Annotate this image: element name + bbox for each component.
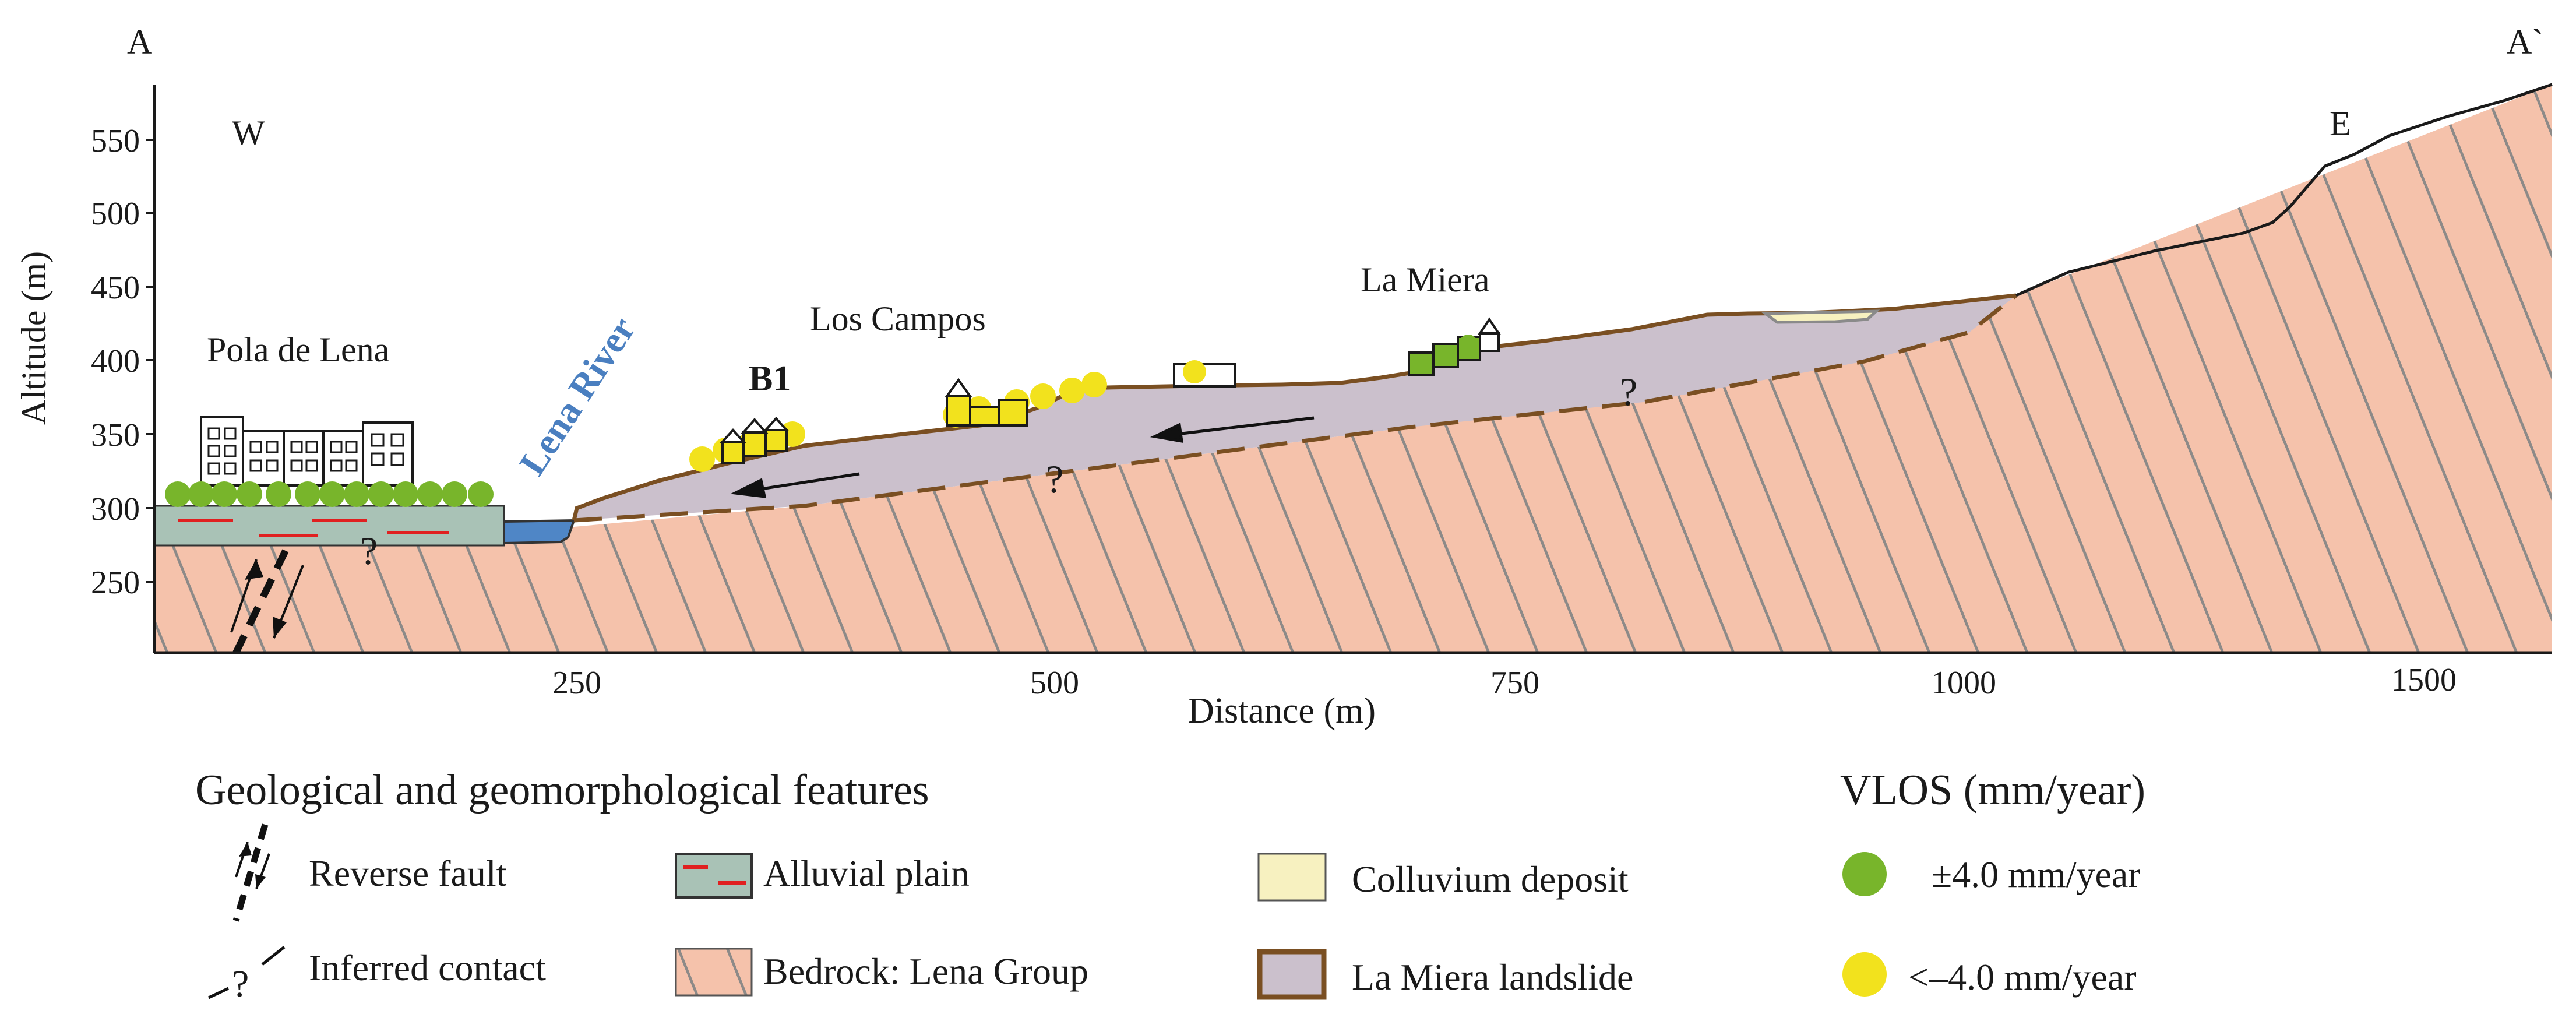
building-windows bbox=[207, 427, 404, 475]
legend-inferred-contact-mark: ? bbox=[232, 963, 249, 1005]
los-campos-middle-house bbox=[1173, 360, 1236, 388]
legend-bedrock-swatch bbox=[675, 948, 753, 997]
x-tick-label: 500 bbox=[1030, 665, 1079, 701]
section-end-label: A` bbox=[2507, 23, 2543, 61]
landslide-basal-contact bbox=[573, 294, 2018, 523]
x-tick-label: 250 bbox=[552, 665, 601, 701]
legend-bedrock-label: Bedrock: Lena Group bbox=[763, 950, 1088, 992]
legend-colluvium-swatch bbox=[1257, 853, 1327, 902]
y-tick-label: 250 bbox=[91, 565, 140, 601]
movement-arrows bbox=[730, 416, 1315, 498]
b1-houses bbox=[720, 417, 790, 464]
los-campos-houses bbox=[945, 378, 1028, 427]
legend-inferred-contact-label: Inferred contact bbox=[309, 947, 546, 988]
b1-building-label: B1 bbox=[749, 359, 791, 399]
y-tick-label: 300 bbox=[91, 491, 140, 527]
legend-inferred-contact-symbol bbox=[207, 946, 286, 999]
legend-vlos-title: VLOS (mm/year) bbox=[1840, 766, 2145, 814]
colluvium-deposit bbox=[1761, 309, 1880, 324]
legend-landslide-label: La Miera landslide bbox=[1352, 956, 1633, 998]
la-miera-landslide-body bbox=[574, 295, 2016, 520]
pola-de-lena-label: Pola de Lena bbox=[207, 330, 389, 369]
legend-reverse-fault-label: Reverse fault bbox=[309, 853, 507, 894]
y-tick-label: 400 bbox=[91, 343, 140, 379]
y-tick-label: 450 bbox=[91, 270, 140, 306]
la-miera-houses bbox=[1408, 317, 1501, 376]
legend-moving-label: <–4.0 mm/year bbox=[1908, 956, 2137, 998]
pola-de-lena-stable-points bbox=[165, 481, 494, 507]
legend-features-title: Geological and geomorphological features bbox=[195, 766, 929, 814]
los-campos-label: Los Campos bbox=[810, 300, 986, 338]
lena-river-label: Lena River bbox=[511, 309, 643, 483]
reverse-fault bbox=[230, 549, 304, 654]
legend-alluvial-label: Alluvial plain bbox=[763, 853, 970, 894]
x-tick-label: 1500 bbox=[2391, 662, 2457, 698]
lena-river-channel bbox=[503, 519, 576, 545]
legend-stable-point bbox=[1842, 852, 1887, 896]
west-label: W bbox=[232, 114, 265, 152]
section-start-label: A bbox=[127, 23, 152, 61]
legend-alluvial-swatch bbox=[675, 853, 753, 899]
y-axis-ticks bbox=[146, 139, 154, 583]
y-axis-title: Altitude (m) bbox=[15, 251, 53, 425]
x-tick-label: 1000 bbox=[1931, 665, 1996, 701]
y-tick-label: 350 bbox=[91, 417, 140, 453]
alluvial-plain bbox=[153, 505, 505, 547]
uncertain-contact-mark: ? bbox=[1620, 369, 1637, 414]
legend-moving-point bbox=[1842, 952, 1887, 997]
uncertain-contact-mark: ? bbox=[360, 529, 378, 573]
la-miera-label: La Miera bbox=[1361, 260, 1490, 299]
legend-stable-label: ±4.0 mm/year bbox=[1932, 854, 2141, 895]
y-tick-label: 550 bbox=[91, 123, 140, 159]
alluvial-red-marks bbox=[178, 519, 449, 537]
x-tick-label: 750 bbox=[1490, 665, 1539, 701]
y-tick-label: 500 bbox=[91, 196, 140, 232]
legend-landslide-swatch bbox=[1257, 949, 1327, 1000]
upper-slope-profile bbox=[2015, 83, 2553, 297]
legend-reverse-fault-symbol bbox=[232, 823, 270, 922]
x-axis-title: Distance (m) bbox=[1188, 691, 1376, 731]
legend-colluvium-label: Colluvium deposit bbox=[1352, 858, 1629, 900]
bedrock-body bbox=[154, 85, 2552, 653]
uncertain-contact-mark: ? bbox=[1046, 457, 1063, 501]
east-label: E bbox=[2330, 104, 2351, 143]
